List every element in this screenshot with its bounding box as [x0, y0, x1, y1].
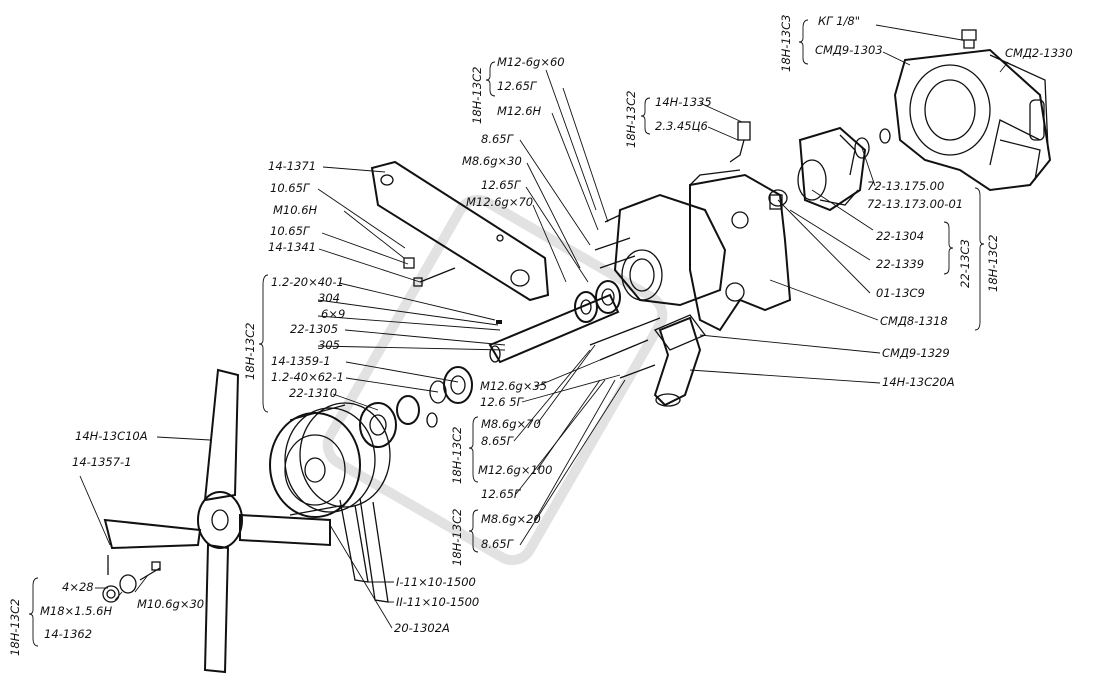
watermark — [322, 194, 668, 566]
gasket-ring — [768, 189, 788, 207]
bearing-2 — [574, 291, 598, 323]
label-12-65g-d: 12.65Г — [481, 487, 521, 501]
pulley-part — [269, 402, 391, 518]
label-m12-60: М12-6g×60 — [497, 55, 565, 69]
group-label-18n-13s2-low: 18Н-13С2 — [450, 508, 464, 566]
circlip-1 — [429, 380, 447, 404]
bearing-3 — [443, 366, 473, 404]
outlet-elbow — [653, 316, 702, 407]
group-brackets — [28, 19, 985, 647]
group-label-18n-13s2-right: 18Н-13С2 — [986, 234, 1000, 292]
group-label-18n-13s2-top: 18Н-13С2 — [470, 66, 484, 124]
label-smd9-1329: СМД9-1329 — [882, 346, 950, 360]
seal-washer — [854, 128, 891, 159]
group-label-18n-13s3: 18Н-13С3 — [779, 14, 793, 72]
label-m8-30: М8.6g×30 — [462, 154, 522, 168]
label-10-65g: 10.65Г — [270, 181, 310, 195]
label-m12-6n: М12.6Н — [497, 104, 542, 118]
label-14-1362: 14-1362 — [44, 627, 93, 641]
label-8-65g-b: 8.65Г — [481, 434, 514, 448]
label-14n-13s20a: 14Н-13С20А — [882, 375, 955, 389]
label-m12-35: М12.6g×35 — [480, 379, 548, 393]
belt-2 — [359, 497, 389, 603]
group-label-18n-13s2-left: 18Н-13С2 — [243, 322, 257, 380]
seal-ring — [396, 395, 420, 425]
bracket-part — [370, 160, 550, 302]
label-12-65g-c: 12.6 5Г — [480, 395, 523, 409]
label-m8-20: М8.6g×20 — [481, 512, 541, 526]
leader-lines — [79, 24, 1009, 629]
label-kg-1-8: КГ 1/8" — [818, 14, 861, 28]
hub-part — [359, 402, 397, 448]
fan-part — [103, 368, 331, 674]
impeller-part — [797, 126, 867, 212]
pump-housing-cover — [893, 48, 1052, 192]
label-m18: М18×1.5.6Н — [40, 604, 113, 618]
label-72-175: 72-13.175.00 — [867, 179, 945, 193]
label-6x9: 6×9 — [321, 307, 346, 321]
key-part — [496, 320, 502, 324]
label-m8-70: М8.6g×70 — [481, 417, 541, 431]
label-m12-100: М12.6g×100 — [478, 463, 553, 477]
label-14-1371: 14-1371 — [268, 159, 317, 173]
label-20-1302a: 20-1302А — [394, 621, 450, 635]
label-2-3-45: 2.3.45Ц6 — [655, 119, 708, 133]
label-4x28: 4×28 — [62, 580, 94, 594]
sensor-fitting — [729, 121, 751, 163]
label-14-1357: 14-1357-1 — [72, 455, 132, 469]
circlip-2 — [426, 412, 438, 428]
label-12-65g-b: 12.65Г — [481, 178, 521, 192]
group-label-22-13s3: 22-13С3 — [958, 239, 972, 288]
label-10-65g-b: 10.65Г — [270, 224, 310, 238]
label-8-65g-top: 8.65Г — [481, 132, 514, 146]
belt-1 — [339, 499, 369, 583]
pump-body — [613, 169, 792, 332]
label-smd8-1318: СМД8-1318 — [880, 314, 948, 328]
label-14-1359: 14-1359-1 — [271, 354, 331, 368]
label-22-1339: 22-1339 — [876, 257, 925, 271]
label-m10-6n: М10.6Н — [273, 203, 318, 217]
group-label-18n-13s2-mid: 18Н-13С2 — [450, 426, 464, 484]
group-label-18n-13s2-b: 18Н-13С2 — [624, 90, 638, 148]
pump-shaft — [488, 293, 620, 364]
fan-nut — [102, 585, 120, 603]
label-m10-30: М10.6g×30 — [137, 597, 205, 611]
group-label-18n-13s2-fan: 18Н-13С2 — [8, 598, 22, 656]
label-22-1304: 22-1304 — [876, 229, 925, 243]
flange-part — [653, 314, 707, 351]
label-304: 304 — [318, 291, 340, 305]
bolt-14-1341 — [413, 267, 456, 287]
label-8-65g-c: 8.65Г — [481, 537, 514, 551]
label-22-1305: 22-1305 — [290, 322, 339, 336]
fan-bolt — [139, 561, 161, 581]
label-belt-1: I-11×10-1500 — [396, 575, 476, 589]
label-12-65g-top: 12.65Г — [497, 79, 537, 93]
body-bolts — [589, 214, 661, 379]
label-14n-1335: 14Н-1335 — [655, 95, 712, 109]
label-14n-13s10a: 14Н-13С10А — [75, 429, 148, 443]
label-14-1341: 14-1341 — [268, 240, 317, 254]
label-1-2-20x40: 1.2-20×40-1 — [271, 275, 344, 289]
label-smd9-1303: СМД9-1303 — [815, 43, 883, 57]
label-m12-70: М12.6g×70 — [466, 195, 534, 209]
bearing-1 — [595, 280, 621, 314]
label-belt-2: II-11×10-1500 — [396, 595, 480, 609]
label-1-2-40x62: 1.2-40×62-1 — [271, 370, 344, 384]
label-smd2-1330: СМД2-1330 — [1005, 46, 1073, 60]
plug-part — [961, 29, 977, 49]
fan-washer — [119, 574, 137, 594]
label-01-13s9: 01-13С9 — [876, 286, 925, 300]
label-72-173: 72-13.173.00-01 — [867, 197, 964, 211]
label-305: 305 — [318, 338, 340, 352]
label-22-1310: 22-1310 — [289, 386, 338, 400]
